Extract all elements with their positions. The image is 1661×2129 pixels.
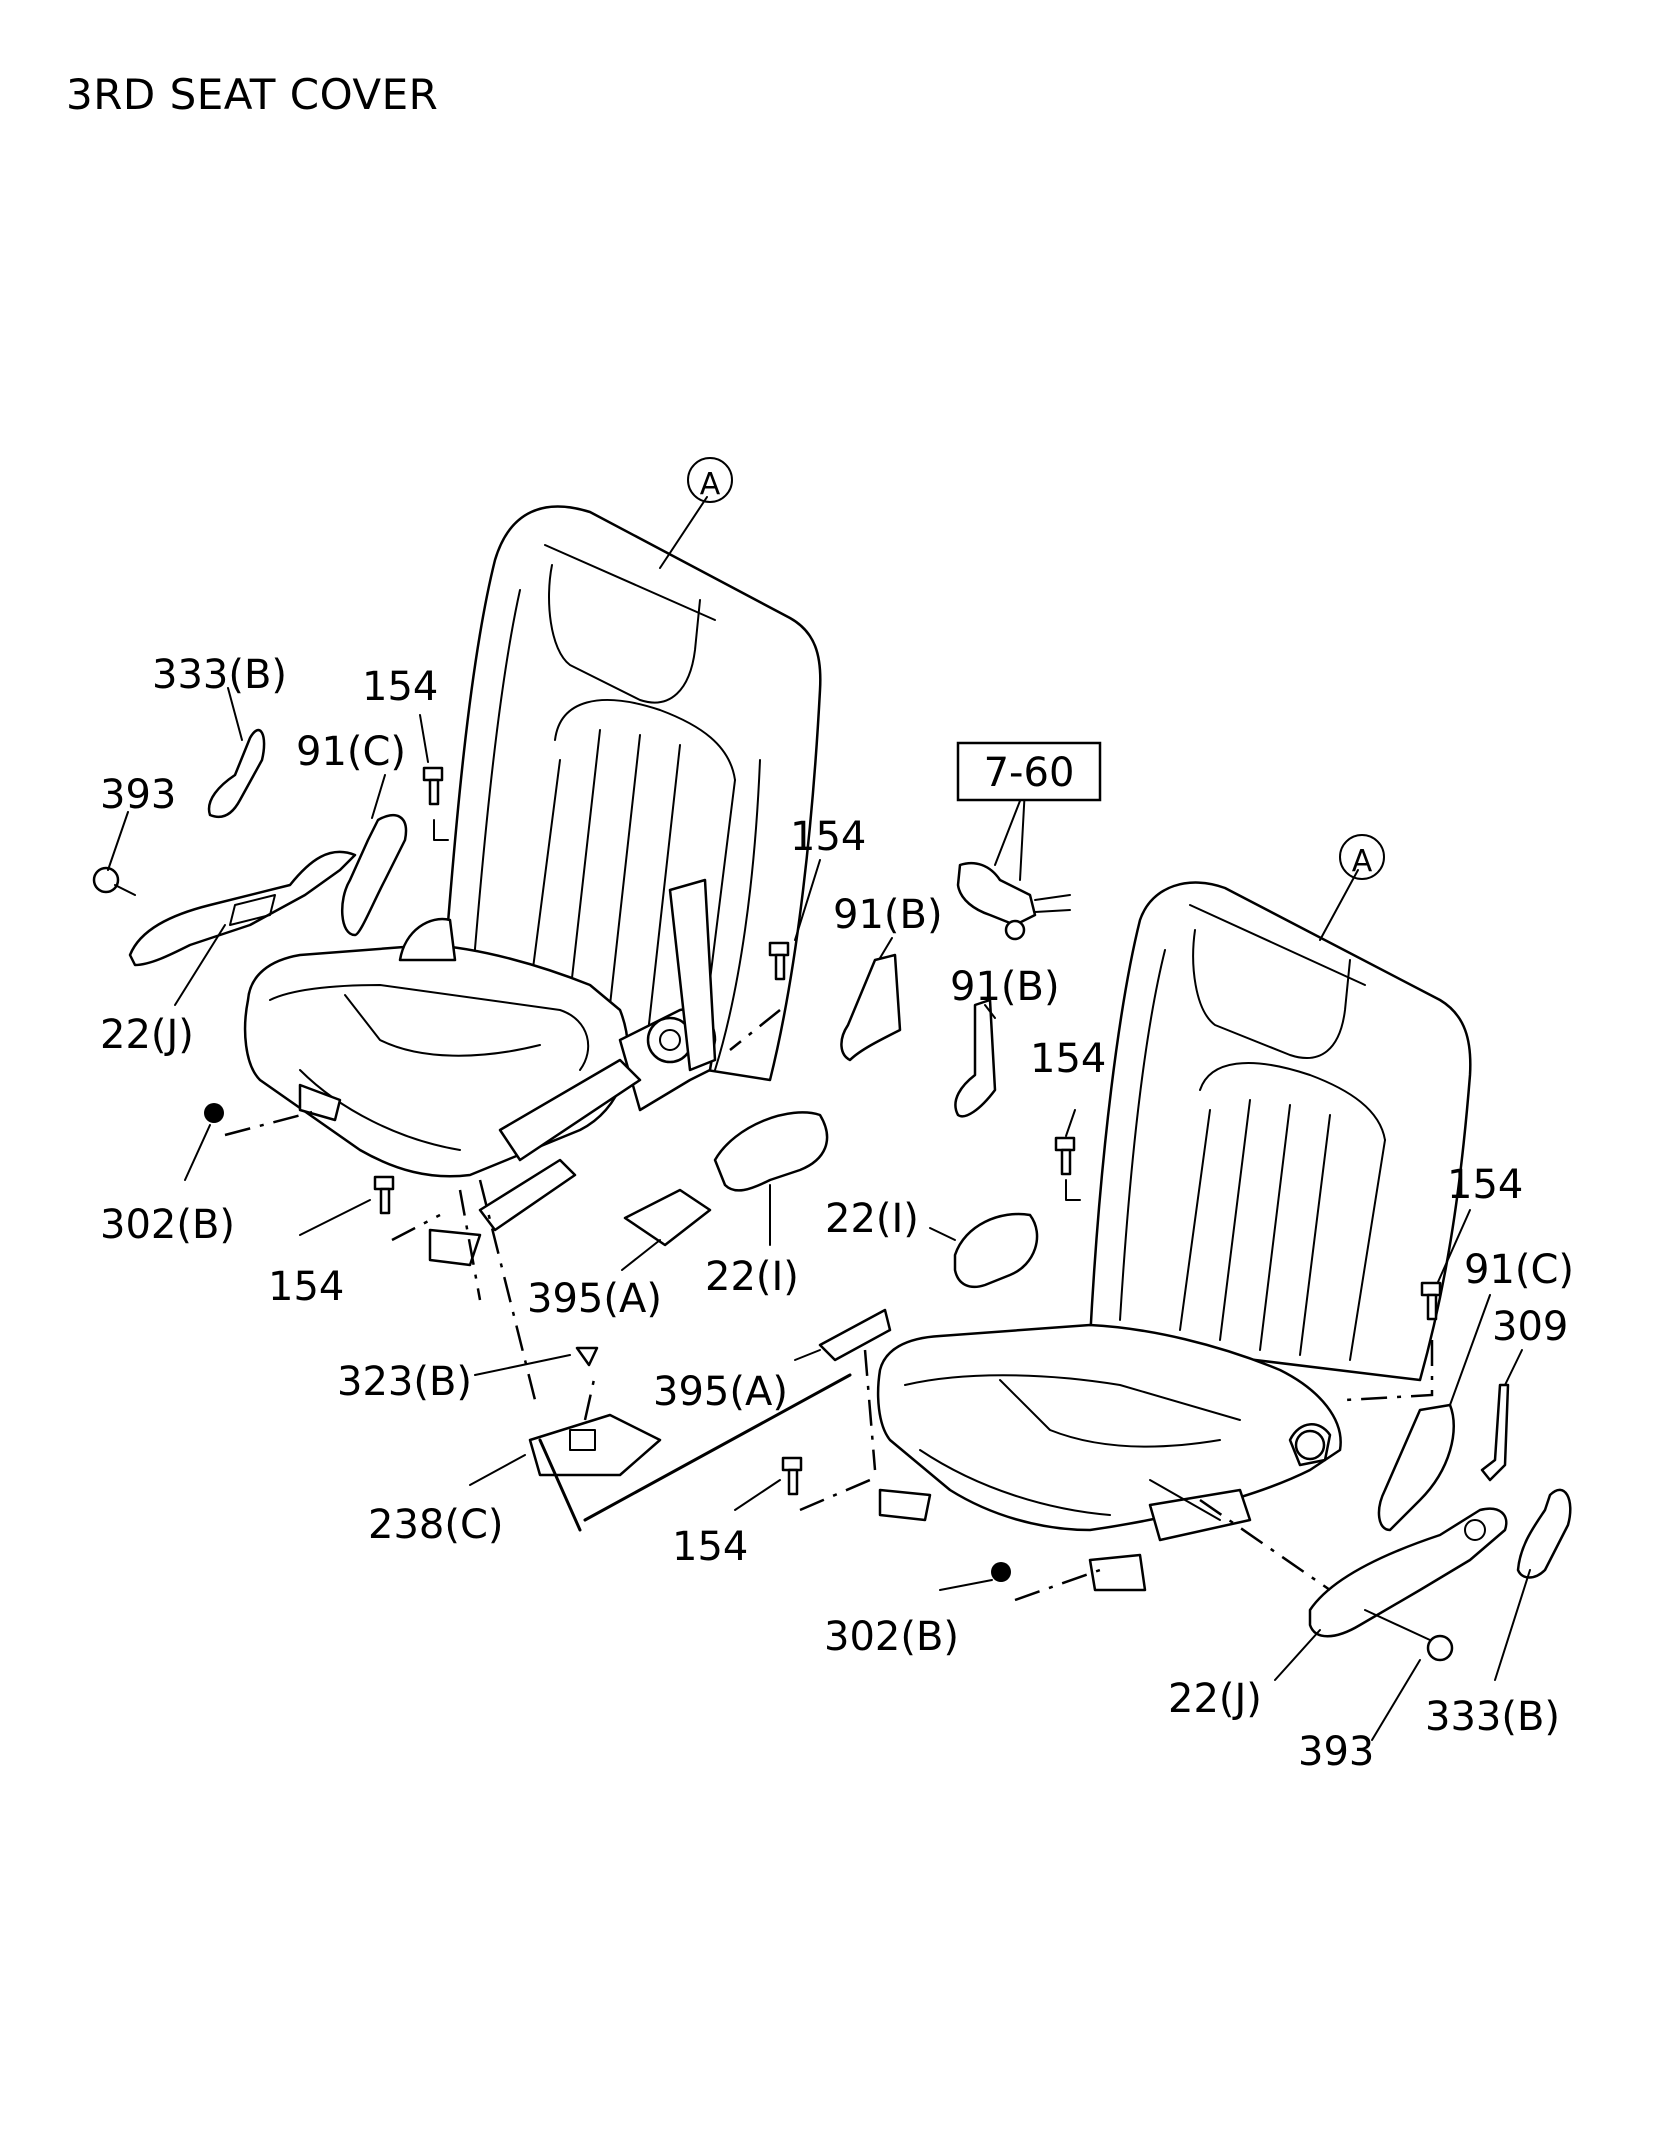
cover-395a-1	[623, 1188, 712, 1247]
bolt-154-a	[422, 766, 449, 841]
cover-395a-2	[818, 1308, 892, 1362]
bolt-154-c	[729, 941, 790, 1051]
ref-box-label: 7-60	[984, 750, 1075, 796]
left-seat-rear-bracket	[668, 878, 717, 1072]
callout-91b-1: 91(B)	[833, 892, 943, 938]
callout-395a-2: 395(A)	[653, 1369, 788, 1415]
bolt-154-b	[373, 1175, 441, 1242]
bolt-154-d	[1054, 1136, 1081, 1201]
page-title: 3RD SEAT COVER	[66, 70, 439, 119]
marker-a-2: A	[1339, 834, 1385, 880]
nut-302b-left	[204, 1103, 321, 1137]
callout-238c: 238(C)	[368, 1502, 504, 1548]
bolt-154-e	[781, 1456, 871, 1512]
callout-309: 309	[1492, 1304, 1568, 1350]
callout-91c-right: 91(C)	[1464, 1247, 1574, 1293]
part-309	[1480, 1383, 1510, 1482]
callout-22i-2: 22(I)	[825, 1196, 919, 1242]
cover-333b-right	[1516, 1488, 1572, 1579]
cover-22j-left	[128, 850, 357, 967]
callout-154-a: 154	[362, 664, 438, 710]
cover-91b-1	[840, 953, 902, 1062]
callout-91c-left: 91(C)	[296, 729, 406, 775]
callout-22i-1: 22(I)	[705, 1254, 799, 1300]
bolt-154-f	[1344, 1281, 1442, 1402]
left-seat-cushion	[243, 943, 629, 1178]
bolt-393-right	[1364, 1609, 1454, 1662]
left-side-parts	[92, 729, 902, 1477]
cover-91c-left	[340, 814, 408, 937]
belt-buckle	[956, 861, 1071, 941]
callout-154-d: 154	[1030, 1036, 1106, 1082]
ref-box: 7-60	[956, 741, 1102, 802]
right-seat-base	[1088, 1553, 1147, 1592]
callout-395a-1: 395(A)	[527, 1276, 662, 1322]
right-side-parts	[781, 861, 1572, 1662]
right-seat	[876, 881, 1472, 1592]
callout-154-b: 154	[268, 1264, 344, 1310]
callout-labels: 333(B) 154 91(C) 393 22(J) 302(B) 154 39…	[100, 652, 1574, 1775]
right-seat-back	[1088, 881, 1472, 1382]
callout-333b-left: 333(B)	[152, 652, 287, 698]
nut-302b-right	[991, 1562, 1101, 1602]
callout-154-f: 154	[1447, 1162, 1523, 1208]
callout-154-e: 154	[672, 1524, 748, 1570]
left-seat-back	[438, 505, 822, 1082]
callout-154-c: 154	[790, 814, 866, 860]
clip-323b	[575, 1346, 599, 1367]
marker-a-2-label: A	[1352, 844, 1373, 879]
marker-a-1: A	[687, 457, 733, 503]
marker-a-1-label: A	[700, 467, 721, 502]
bolt-393-left	[92, 866, 136, 896]
callout-323b: 323(B)	[337, 1359, 472, 1405]
callout-91b-2: 91(B)	[950, 964, 1060, 1010]
callout-333b-right: 333(B)	[1425, 1694, 1560, 1740]
callout-393-right: 393	[1298, 1729, 1374, 1775]
cover-333b-left	[207, 729, 266, 819]
leader-lines	[107, 496, 1531, 1741]
left-seat	[243, 505, 822, 1267]
callout-393-left: 393	[100, 772, 176, 818]
callout-22j-left: 22(J)	[100, 1012, 194, 1058]
callout-22j-right: 22(J)	[1168, 1676, 1262, 1722]
cover-22i-1	[713, 1111, 829, 1192]
cover-91c-right	[1377, 1403, 1455, 1532]
callout-302b-right: 302(B)	[824, 1614, 959, 1660]
cover-22i-2	[953, 1212, 1039, 1289]
cover-91b-2	[954, 998, 997, 1118]
cover-22j-right	[1308, 1507, 1508, 1638]
callout-302b-left: 302(B)	[100, 1202, 235, 1248]
